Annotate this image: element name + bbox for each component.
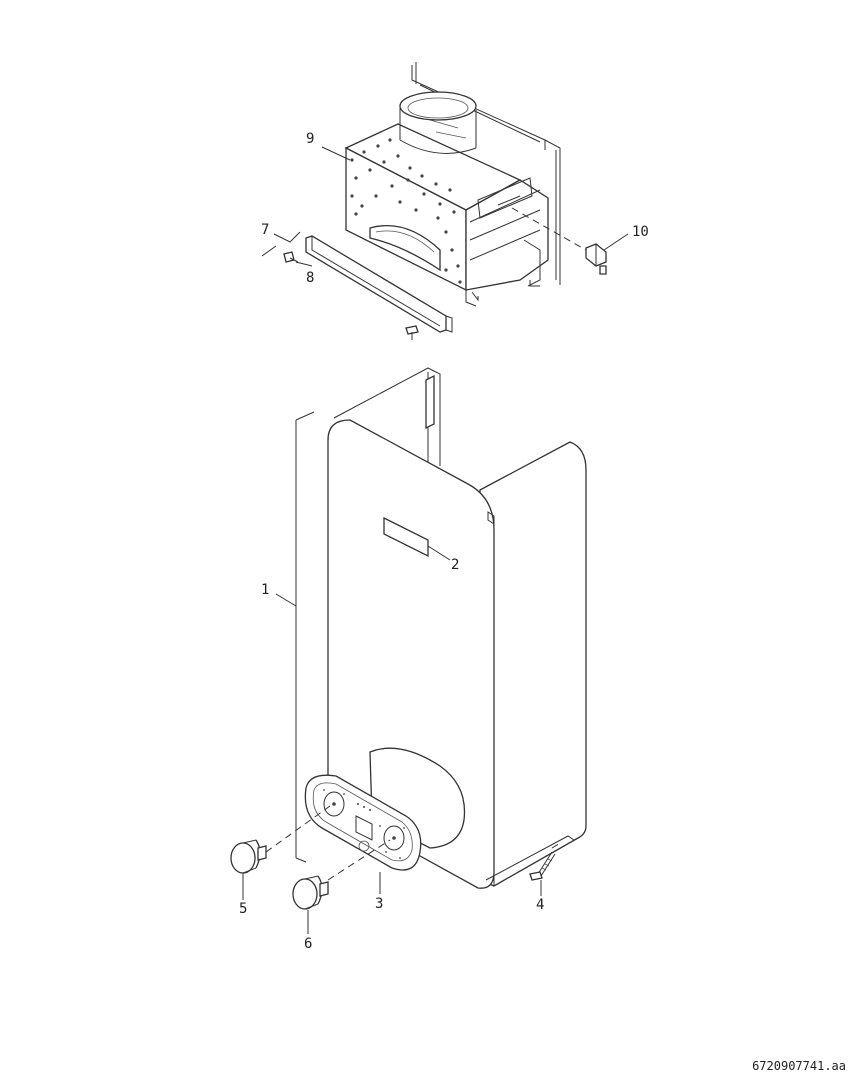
callout-7: 7 (261, 222, 269, 238)
callout-9: 9 (306, 131, 314, 147)
callout-3: 3 (375, 896, 383, 912)
callout-4: 4 (536, 897, 544, 913)
screw-part-4 (529, 841, 563, 881)
callout-labels: 9 7 8 10 2 1 3 4 5 6 (239, 131, 649, 952)
mounting-bracket-part-8 (305, 235, 453, 333)
casing-front-cover (295, 367, 587, 889)
callout-6: 6 (304, 936, 312, 952)
callout-10: 10 (632, 224, 649, 240)
leader-lines (242, 146, 629, 934)
control-panel-part-3 (304, 774, 422, 871)
screw-icon (405, 325, 419, 340)
knob-part-5 (230, 805, 331, 874)
screw-icon (283, 251, 299, 263)
callout-8: 8 (306, 270, 314, 286)
knob-part-6 (292, 839, 391, 910)
drawing-code: 6720907741.aa (752, 1059, 846, 1073)
callout-2: 2 (451, 557, 459, 573)
callout-5: 5 (239, 901, 247, 917)
combustion-chamber-assembly (344, 62, 561, 307)
callout-1: 1 (261, 582, 269, 598)
sensor-clip-part-10 (511, 207, 607, 275)
